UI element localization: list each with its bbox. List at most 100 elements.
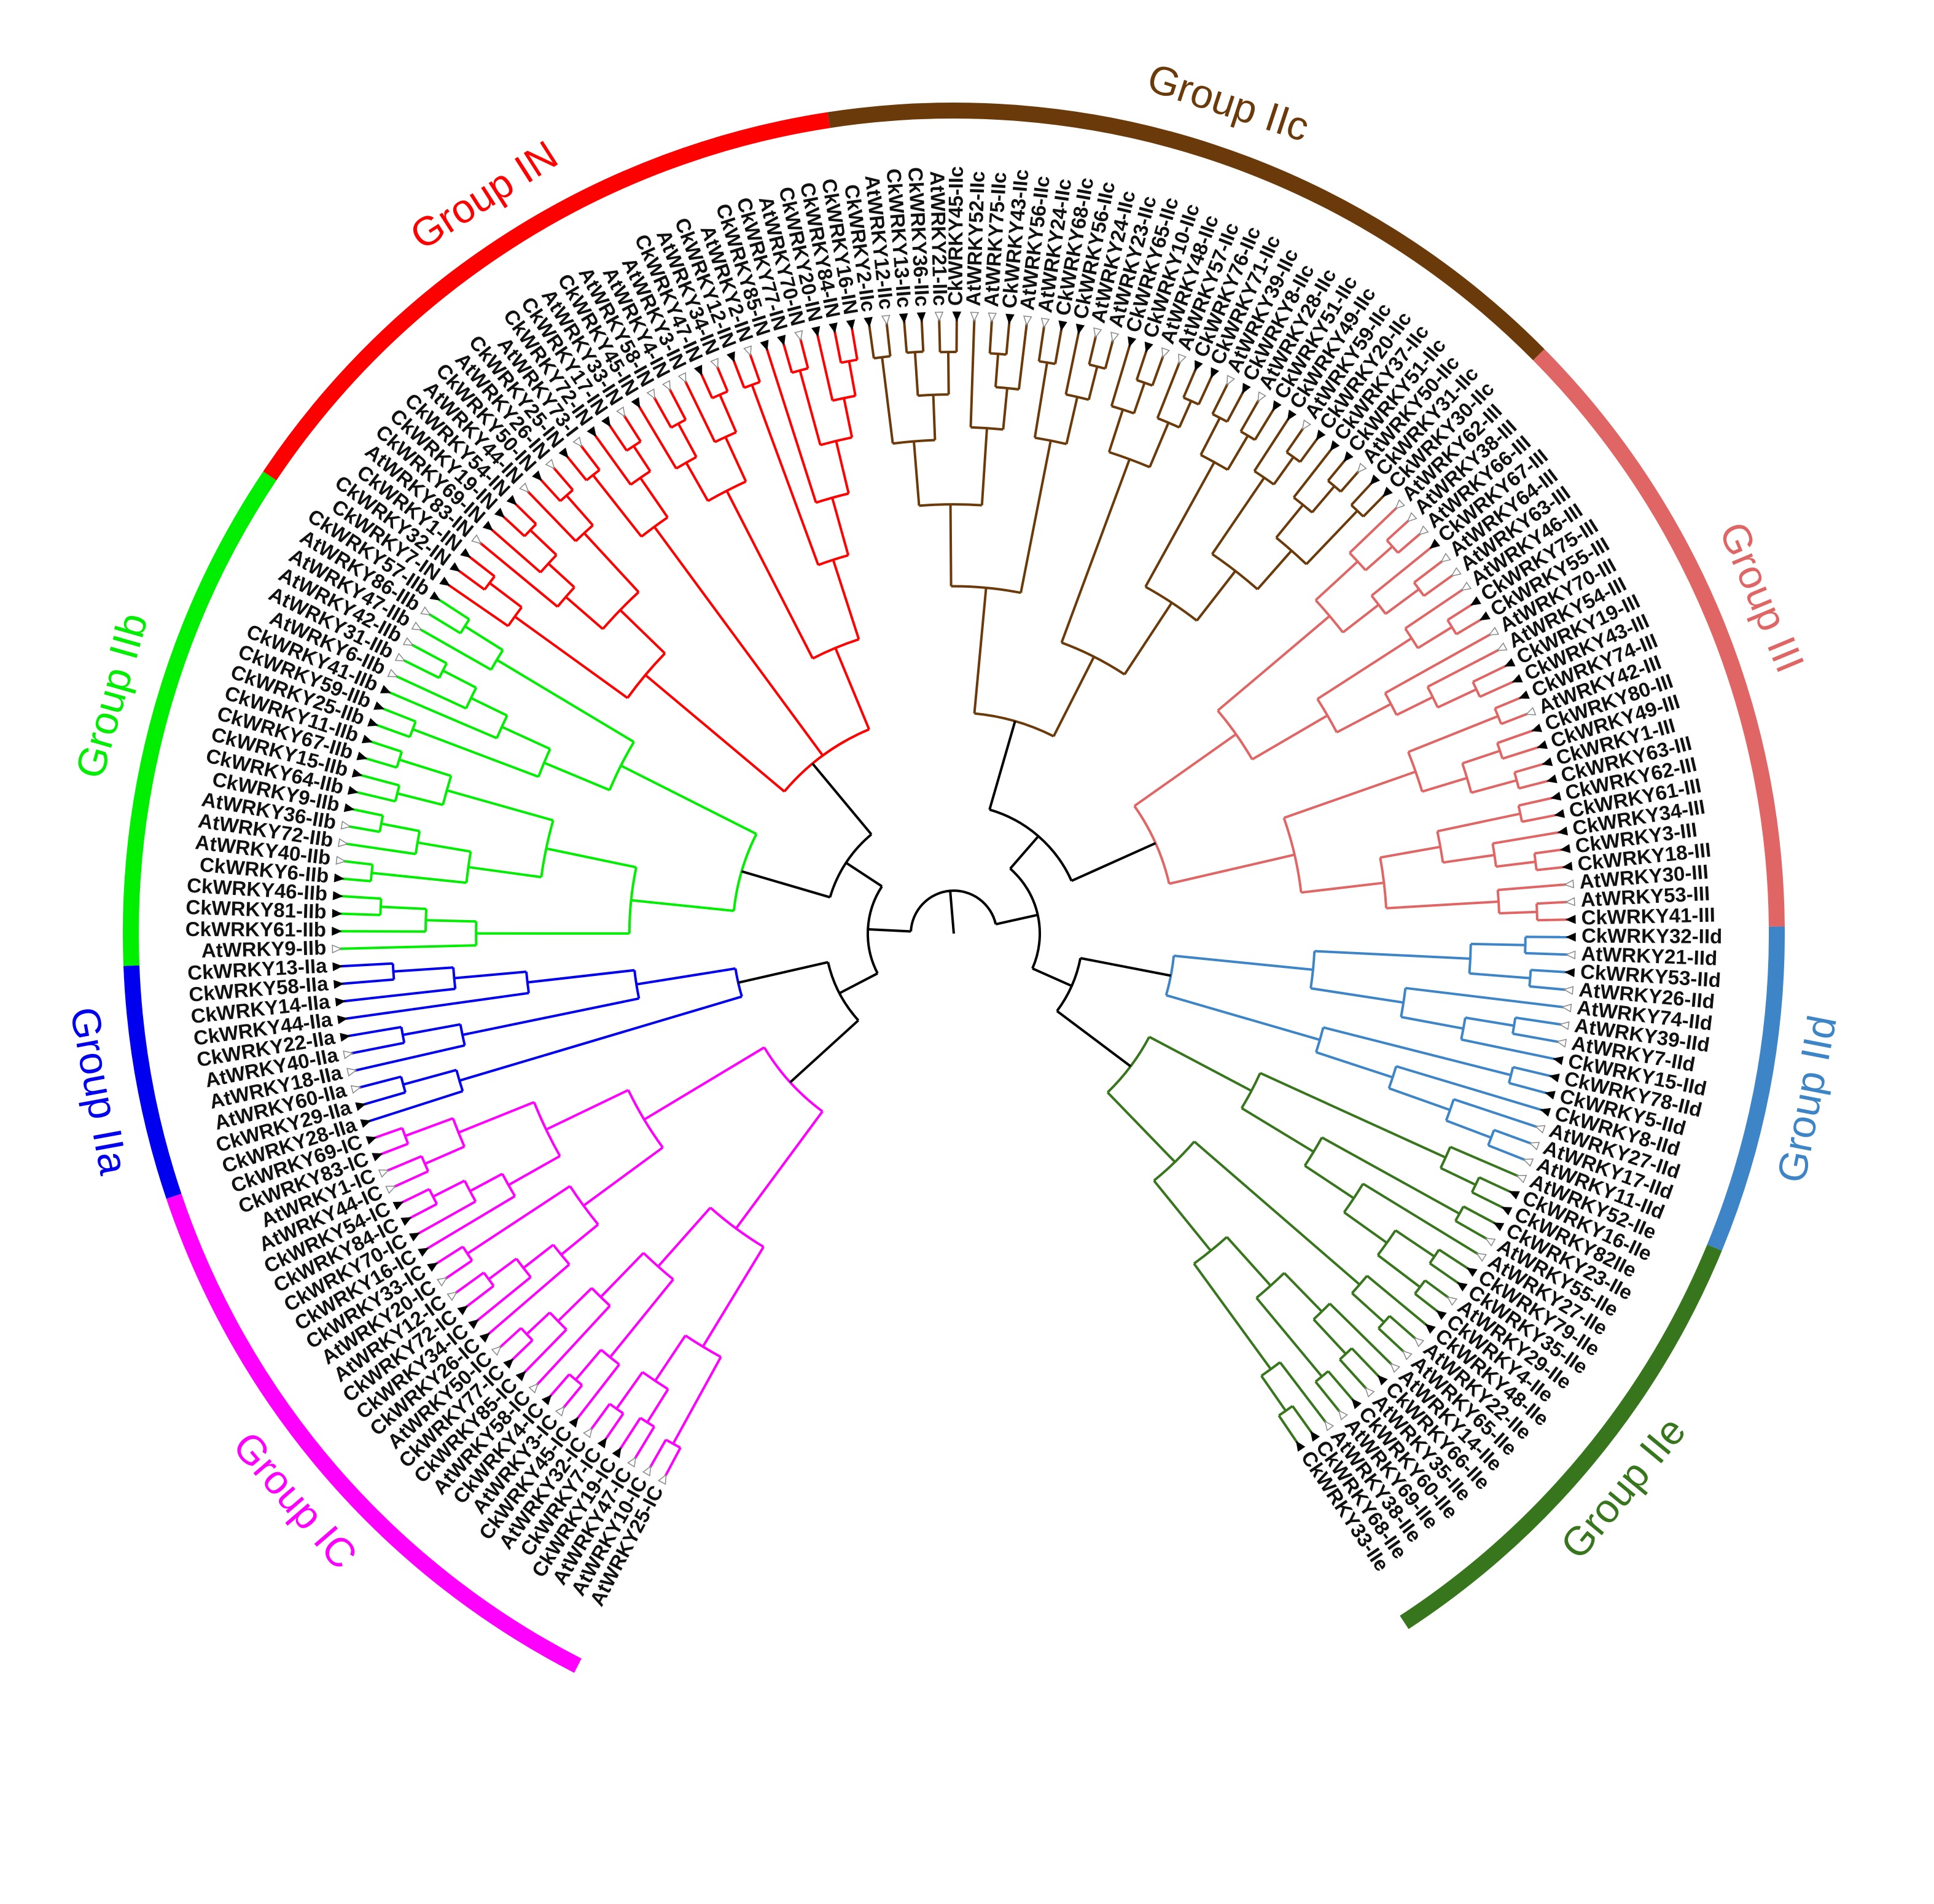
tree-branch: [348, 825, 380, 833]
tree-branch: [388, 691, 497, 739]
tree-branch: [1495, 860, 1536, 868]
ck-leaf-marker: [372, 1153, 383, 1161]
tree-branch: [1037, 326, 1046, 362]
backbone-branch: [1056, 1010, 1132, 1067]
tree-branch: [499, 1327, 522, 1349]
tree-branch: [1417, 626, 1453, 649]
tree-branch: [1054, 329, 1063, 364]
leaf-label: CkWRKY41-III: [1581, 903, 1715, 929]
tree-branch: [798, 370, 822, 446]
tree-branch: [1422, 776, 1468, 793]
tree-branch: [1087, 366, 1099, 400]
tree-branch: [529, 529, 558, 556]
tree-branch: [1311, 485, 1336, 513]
tree-branch: [1193, 1263, 1272, 1370]
tree-branch: [1283, 770, 1416, 819]
tree-branch: [489, 649, 504, 671]
tree-branch: [488, 1257, 517, 1281]
group-arc-ic: [166, 1193, 582, 1673]
tree-branch: [618, 1417, 642, 1450]
tree-branch: [583, 1146, 664, 1207]
tree-branch: [653, 526, 824, 757]
at-leaf-marker: [338, 838, 349, 848]
tree-branch: [557, 1287, 593, 1322]
tree-branch: [1426, 686, 1439, 708]
tree-branch: [1107, 1036, 1151, 1094]
ck-leaf-marker: [335, 997, 346, 1007]
tree-branch: [1439, 1146, 1452, 1169]
tree-branch: [1278, 1405, 1293, 1417]
tree-branch: [834, 647, 870, 730]
at-leaf-marker: [1556, 1039, 1567, 1048]
tree-branch: [920, 320, 925, 352]
tree-branch: [442, 669, 477, 689]
tree-branch: [378, 815, 384, 832]
ck-leaf-marker: [418, 1247, 429, 1257]
tree-branch: [868, 325, 875, 359]
tree-branch: [751, 384, 820, 566]
group-label-in: Group IN: [402, 131, 566, 258]
tree-branch: [1351, 1347, 1380, 1378]
at-leaf-marker: [528, 1383, 539, 1394]
tree-branch: [609, 1278, 674, 1359]
tree-branch: [623, 415, 642, 442]
tree-branch: [1226, 435, 1249, 470]
ck-leaf-marker: [392, 1201, 404, 1211]
ck-leaf-marker: [1537, 740, 1548, 749]
group-arc-in: [263, 112, 830, 481]
leaf-label: AtWRKY21-IId: [1581, 942, 1718, 970]
tree-branch: [1449, 1145, 1519, 1177]
ck-leaf-marker: [1456, 1282, 1468, 1292]
tree-branch: [1437, 812, 1521, 833]
tree-branch: [1536, 900, 1567, 905]
tree-branch: [1151, 356, 1164, 386]
ck-leaf-marker: [1330, 440, 1340, 451]
tree-branch: [1404, 588, 1464, 630]
tree-branch: [490, 528, 542, 574]
at-leaf-marker: [387, 668, 399, 677]
at-leaf-marker: [1564, 897, 1575, 907]
tree-branch: [1273, 456, 1295, 485]
tree-branch: [1123, 602, 1173, 676]
tree-branch: [411, 643, 448, 665]
tree-branch: [556, 586, 575, 608]
tree-branch: [1299, 437, 1319, 463]
ck-leaf-marker: [587, 426, 597, 437]
tree-branch: [881, 357, 894, 444]
tree-branch: [1386, 520, 1410, 542]
tree-branch: [716, 366, 729, 392]
tree-branch: [1283, 1272, 1323, 1313]
backbone-branch: [1080, 957, 1171, 977]
tree-branch: [566, 455, 588, 482]
tree-branch: [348, 1026, 402, 1037]
ck-leaf-marker: [429, 591, 441, 601]
tree-branch: [447, 583, 509, 627]
ck-leaf-marker: [367, 717, 379, 727]
tree-branch: [1469, 972, 1530, 980]
tree-branch: [1327, 459, 1346, 482]
tree-branch: [684, 1334, 722, 1359]
ck-leaf-marker: [558, 447, 569, 459]
group-arc-iid: [1707, 926, 1785, 1251]
tree-branch: [1456, 618, 1483, 636]
tree-branch: [749, 353, 762, 383]
tree-branch: [675, 456, 697, 470]
tree-branch: [628, 867, 638, 934]
tree-branch: [463, 1180, 477, 1203]
tree-branch: [1253, 418, 1290, 472]
ck-leaf-marker: [601, 416, 611, 427]
ck-leaf-marker: [952, 311, 962, 322]
tree-branch: [677, 423, 698, 458]
at-leaf-marker: [332, 944, 343, 954]
tree-branch: [725, 490, 814, 660]
tree-branch: [1407, 751, 1424, 792]
tree-branch: [1518, 797, 1553, 807]
tree-branch: [932, 394, 937, 440]
tree-branch: [560, 1223, 599, 1256]
backbone-branch: [995, 913, 1039, 926]
at-leaf-marker: [1525, 706, 1537, 716]
ck-leaf-marker: [1466, 1267, 1478, 1277]
backbone-branch: [838, 972, 878, 994]
tree-branch: [380, 1142, 409, 1156]
ck-leaf-marker: [515, 1371, 526, 1382]
